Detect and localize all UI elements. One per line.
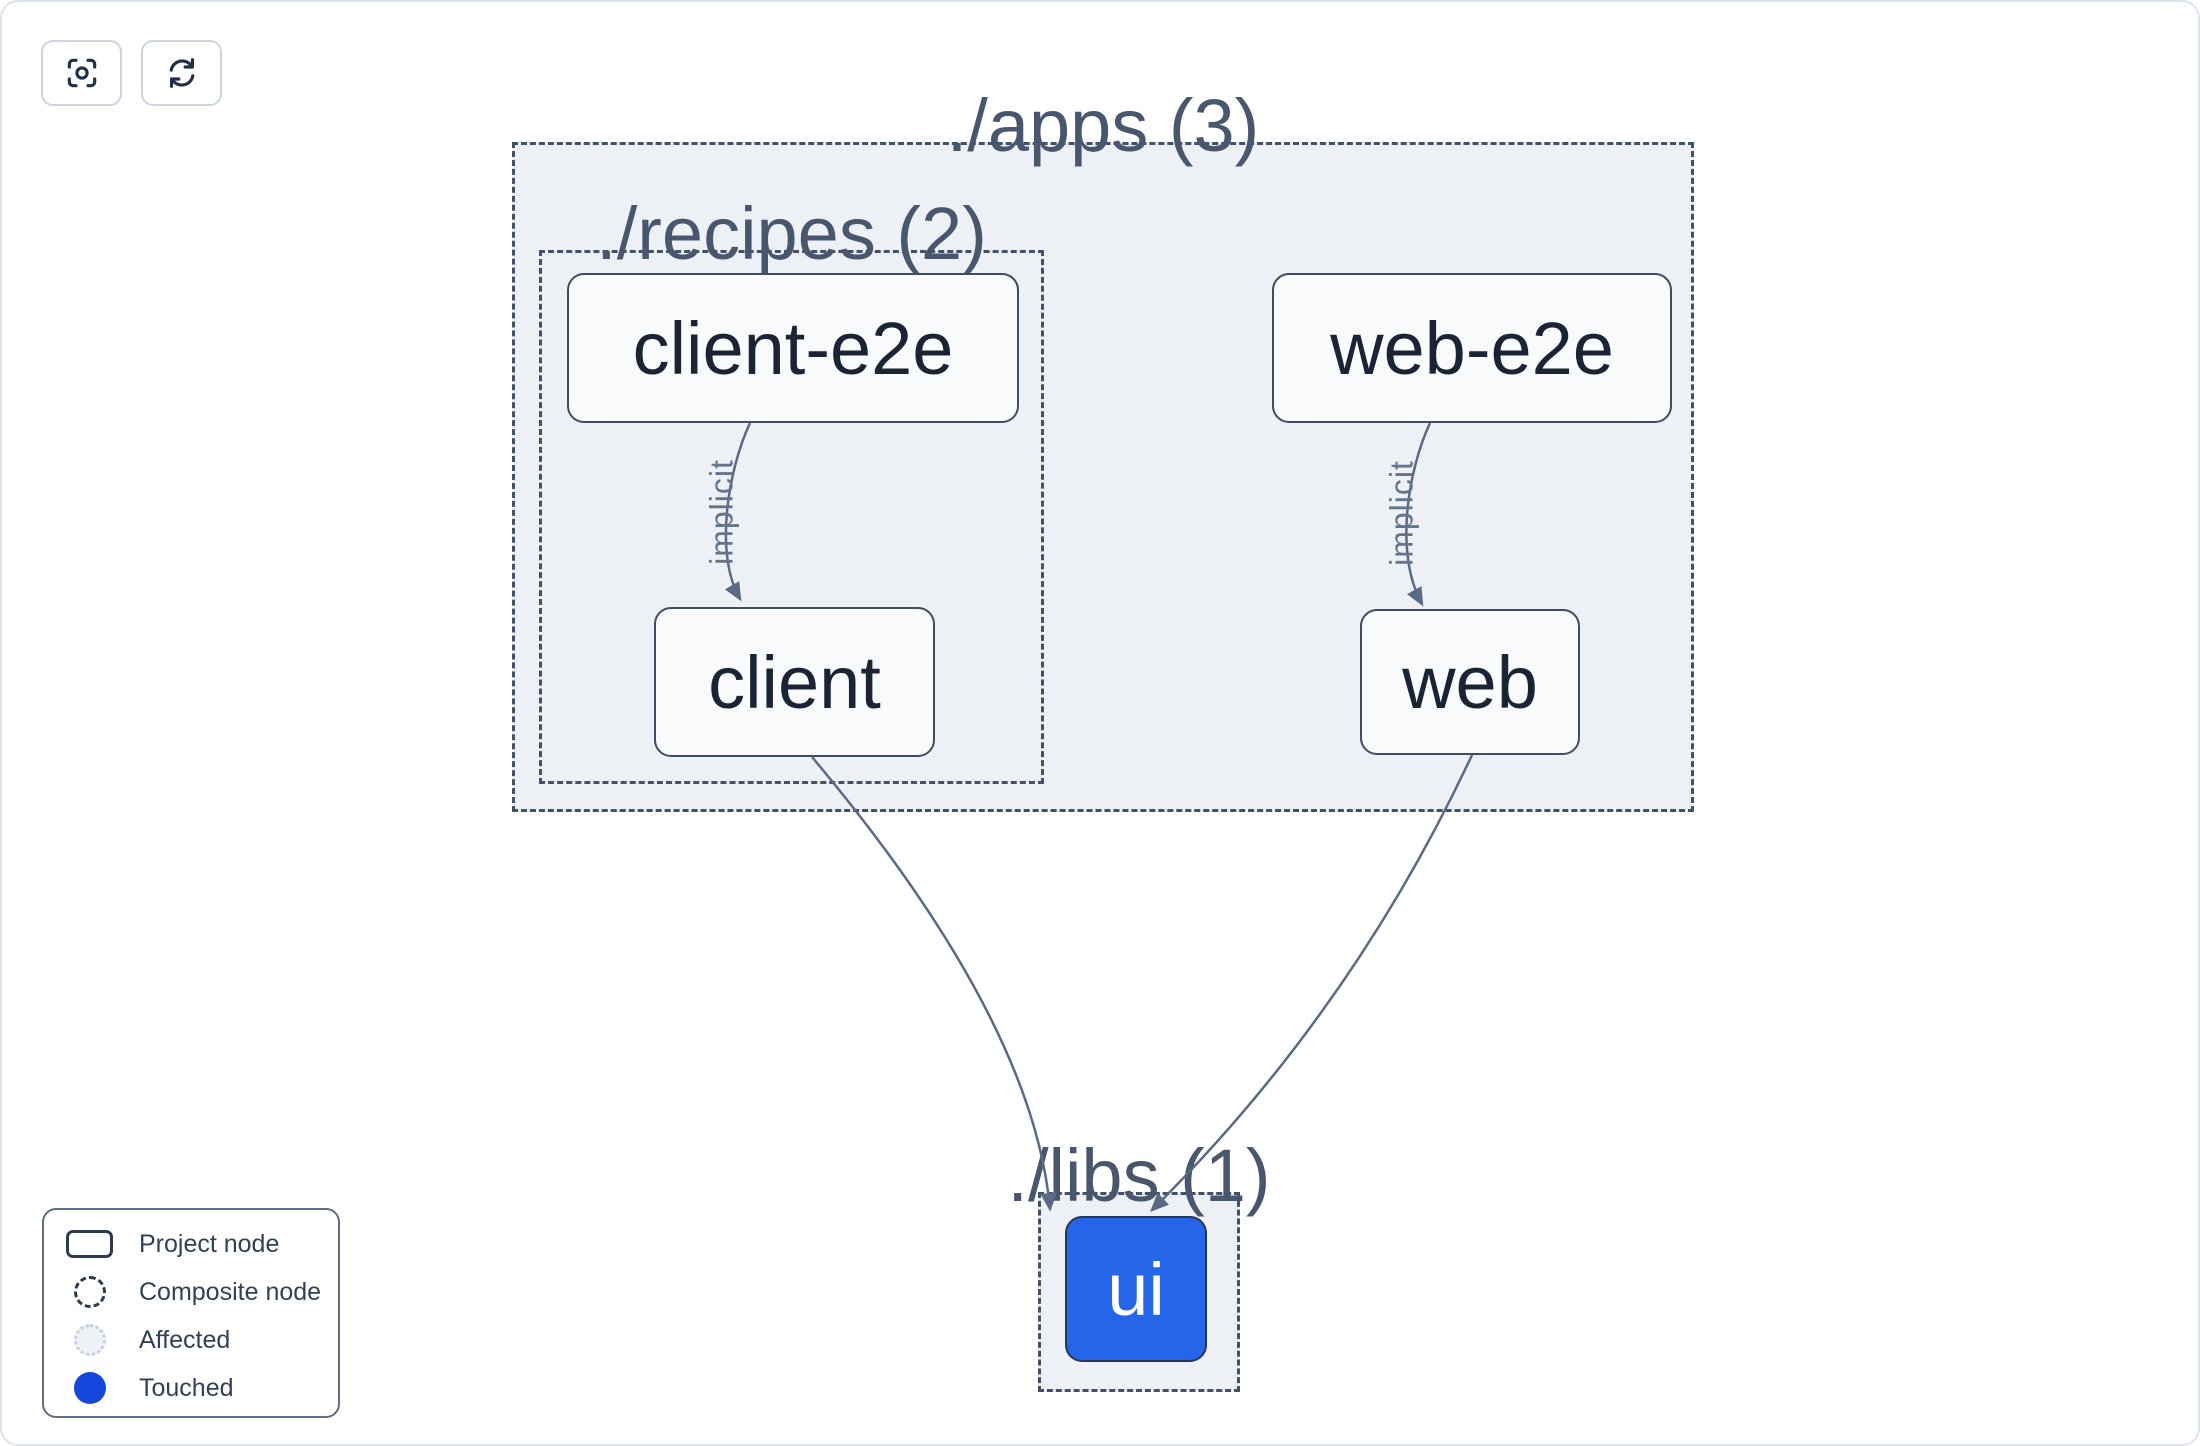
edge-label-implicit-client: implicit: [703, 459, 740, 565]
refresh-icon: [163, 54, 201, 92]
legend-item-affected: Affected: [66, 1316, 328, 1364]
legend-label: Project node: [139, 1229, 280, 1258]
project-node-swatch-icon: [66, 1230, 113, 1258]
legend-item-touched: Touched: [66, 1364, 328, 1412]
touched-swatch-icon: [73, 1372, 106, 1404]
legend-item-project-node: Project node: [66, 1220, 328, 1268]
node-web-e2e[interactable]: web-e2e: [1272, 273, 1672, 423]
legend-item-composite-node: Composite node: [66, 1268, 328, 1316]
legend-label: Affected: [139, 1325, 231, 1354]
node-ui[interactable]: ui: [1065, 1216, 1207, 1362]
group-apps-label: ./apps (3): [946, 84, 1260, 167]
legend: Project node Composite node Affected Tou…: [42, 1208, 340, 1418]
affected-swatch-icon: [73, 1324, 106, 1356]
refresh-button[interactable]: [141, 40, 222, 106]
focus-icon: [63, 54, 101, 92]
focus-button[interactable]: [41, 40, 122, 106]
node-web[interactable]: web: [1360, 609, 1580, 755]
edge-client-e2e-to-client[interactable]: [724, 422, 752, 602]
node-client[interactable]: client: [654, 607, 935, 757]
composite-node-swatch-icon: [73, 1276, 106, 1308]
edge-web-to-ui[interactable]: [1150, 754, 1474, 1212]
toolbar: [41, 40, 222, 106]
edge-label-implicit-web: implicit: [1383, 460, 1420, 566]
node-client-e2e[interactable]: client-e2e: [567, 273, 1019, 423]
edge-web-e2e-to-web[interactable]: [1405, 422, 1432, 607]
edge-client-to-ui[interactable]: [811, 756, 1057, 1212]
group-recipes-label: ./recipes (2): [596, 192, 987, 275]
legend-label: Touched: [139, 1373, 234, 1402]
legend-label: Composite node: [139, 1277, 322, 1306]
